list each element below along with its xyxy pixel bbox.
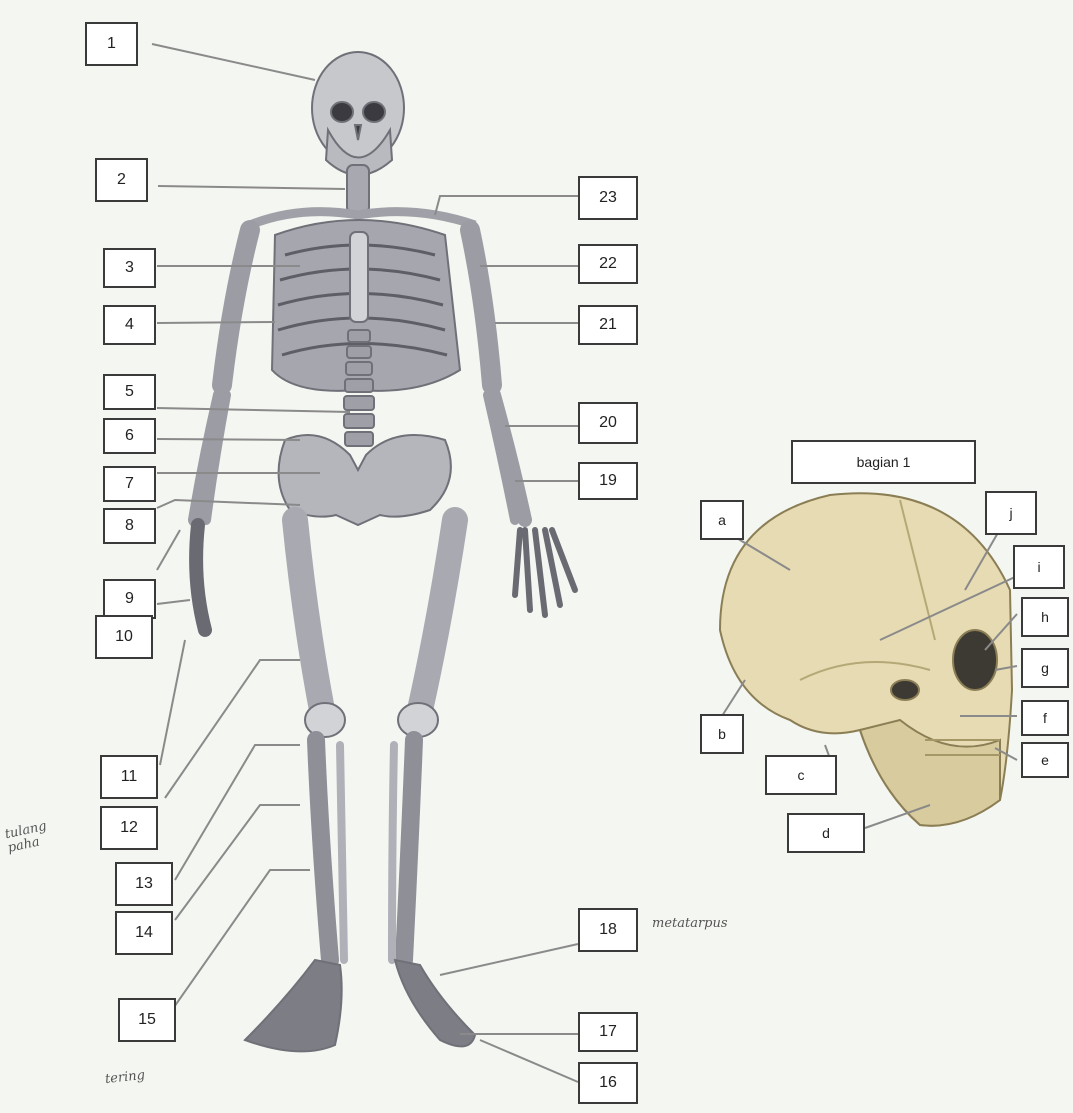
skull-label-j: j <box>985 491 1037 535</box>
label-box-7: 7 <box>103 466 156 502</box>
label-box-2: 2 <box>95 158 148 202</box>
label-box-17: 17 <box>578 1012 638 1052</box>
skull-illustration <box>720 493 1012 826</box>
label-box-13: 13 <box>115 862 173 906</box>
label-box-14: 14 <box>115 911 173 955</box>
skull-label-c: c <box>765 755 837 795</box>
label-box-8: 8 <box>103 508 156 544</box>
label-box-18: 18 <box>578 908 638 952</box>
label-box-20: 20 <box>578 402 638 444</box>
label-box-1: 1 <box>85 22 138 66</box>
label-box-3: 3 <box>103 248 156 288</box>
label-box-11: 11 <box>100 755 158 799</box>
label-box-16: 16 <box>578 1062 638 1104</box>
label-box-6: 6 <box>103 418 156 454</box>
skull-label-h: h <box>1021 597 1069 637</box>
label-box-22: 22 <box>578 244 638 284</box>
label-box-19: 19 <box>578 462 638 500</box>
label-box-10: 10 <box>95 615 153 659</box>
handwritten-note-18: metatarpus <box>652 916 728 931</box>
skull-label-b: b <box>700 714 744 754</box>
label-box-4: 4 <box>103 305 156 345</box>
label-box-12: 12 <box>100 806 158 850</box>
label-box-5: 5 <box>103 374 156 410</box>
skull-label-a: a <box>700 500 744 540</box>
skull-label-f: f <box>1021 700 1069 736</box>
skull-label-i: i <box>1013 545 1065 589</box>
label-box-15: 15 <box>118 998 176 1042</box>
skull-title-box: bagian 1 <box>791 440 976 484</box>
label-box-9: 9 <box>103 579 156 619</box>
label-box-21: 21 <box>578 305 638 345</box>
skeleton-illustration <box>195 52 575 1051</box>
label-box-23: 23 <box>578 176 638 220</box>
skull-label-d: d <box>787 813 865 853</box>
skull-label-g: g <box>1021 648 1069 688</box>
skull-label-e: e <box>1021 742 1069 778</box>
